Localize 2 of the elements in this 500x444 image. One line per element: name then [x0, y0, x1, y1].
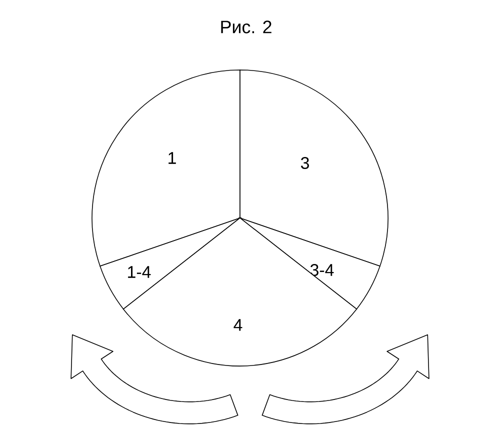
figure-title: Рис. 2 — [221, 20, 272, 34]
pie-sector: 1-4 — [100, 218, 240, 310]
